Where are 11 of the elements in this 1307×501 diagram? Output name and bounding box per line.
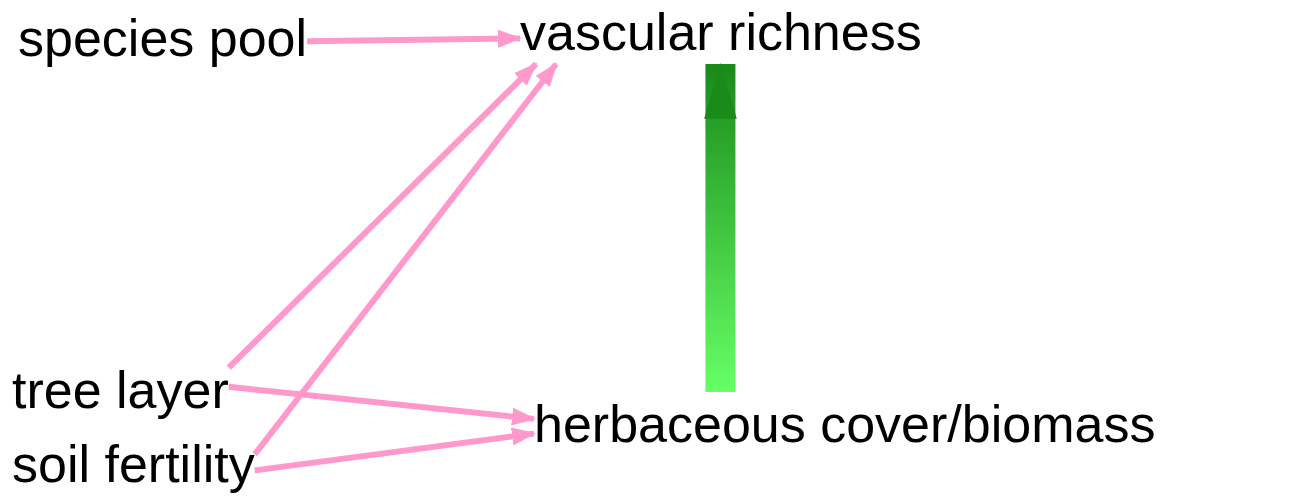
node-label: soil fertility (12, 432, 255, 496)
arrow (252, 62, 559, 457)
arrow (228, 383, 536, 426)
arrow (226, 61, 539, 370)
node-label: species pool (18, 6, 308, 70)
arrow (254, 427, 536, 474)
arrow (307, 29, 522, 48)
node-label: herbaceous cover/biomass (534, 392, 1156, 456)
node-label: tree layer (12, 358, 229, 422)
arrow (704, 62, 737, 392)
node-label: vascular richness (520, 0, 922, 64)
